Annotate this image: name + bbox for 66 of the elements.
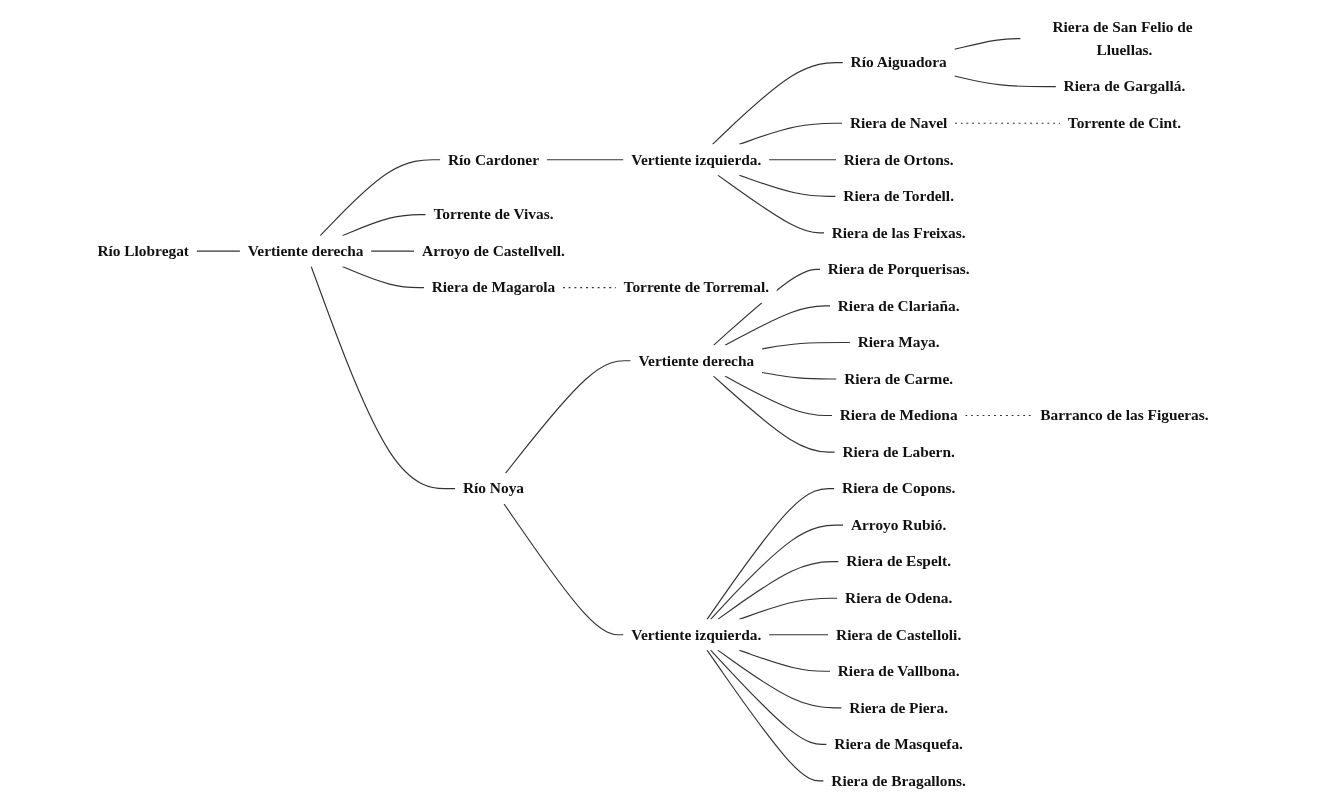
node-text: Torrente de Cint. (1067, 114, 1182, 131)
connector (712, 375, 836, 453)
node-text: Riera de Masquefa. (834, 735, 963, 753)
node-text: Riera de Clariaña. (837, 297, 960, 314)
connector (953, 75, 1057, 88)
connector (768, 634, 829, 636)
node-text: Río Aiguadora (850, 54, 947, 71)
node-text: Riera de Piera. (849, 699, 948, 716)
connector (724, 375, 833, 417)
node-text: Riera de Carme. (844, 370, 954, 387)
node-text: Vertiente derecha (638, 352, 755, 369)
connector (505, 360, 632, 474)
connector (738, 649, 831, 672)
node-text: Río Llobregat (97, 242, 189, 259)
node-text: Vertiente izquierda. (631, 151, 762, 168)
node-text: Riera de Vallbona. (837, 662, 960, 679)
node-text: Riera Maya. (857, 333, 940, 351)
node-text: Torrente de Vivas. (433, 205, 554, 223)
node-text: Riera de Odena. (845, 589, 953, 606)
node-text: Riera de Ortons. (843, 151, 954, 168)
connector (953, 38, 1022, 50)
connector (310, 265, 456, 490)
node-text: Riera de Porquerisas. (827, 260, 970, 278)
connector (738, 597, 838, 620)
connector (717, 649, 843, 709)
connector (964, 414, 1034, 417)
node-text: Barranco de las Figueras. (1040, 406, 1209, 424)
node-text: Riera de Bragallons. (831, 772, 966, 789)
node-text: Arroyo Rubió. (850, 516, 947, 533)
node-text: Vertiente derecha (247, 242, 364, 259)
connector (761, 371, 838, 380)
connector (717, 174, 825, 234)
connector (503, 503, 625, 636)
connector (196, 250, 241, 252)
connector (710, 524, 844, 620)
node-text: Vertiente izquierda. (631, 626, 762, 643)
connector (711, 62, 844, 145)
node-text: Riera de Tordell. (843, 187, 954, 204)
node-text: Riera de San Felio de Lluellas. (1052, 18, 1193, 58)
node-text: Riera de Castelloli. (836, 626, 962, 643)
connector (341, 214, 427, 237)
connector (546, 159, 625, 161)
node-text: Riera de Copons. (842, 479, 956, 497)
node-text: Riera de Labern. (842, 443, 955, 460)
node-text: Arroyo de Castellvell. (422, 242, 565, 259)
connector (717, 561, 840, 620)
node-text: Riera de Magarola (431, 278, 556, 296)
node-text: Riera de Gargallá. (1063, 78, 1186, 95)
node-text: Riera de Navel (849, 114, 948, 131)
node-text: Torrente de Torremal. (623, 278, 769, 296)
connector (706, 649, 825, 782)
connector (768, 159, 837, 161)
connector (738, 174, 837, 197)
connector (706, 488, 835, 620)
node-text: Riera de las Freixas. (831, 224, 966, 241)
connector (761, 341, 851, 350)
node-text: Riera de Espelt. (846, 553, 951, 570)
connector (738, 122, 843, 145)
connector (319, 159, 441, 237)
connector (724, 305, 831, 346)
connector (710, 649, 828, 745)
node-text: Río Noya (462, 479, 525, 497)
node-text: Río Cardoner (447, 151, 539, 168)
node-text: Riera de Mediona (839, 406, 958, 424)
connector (341, 265, 425, 289)
connector (370, 250, 415, 252)
